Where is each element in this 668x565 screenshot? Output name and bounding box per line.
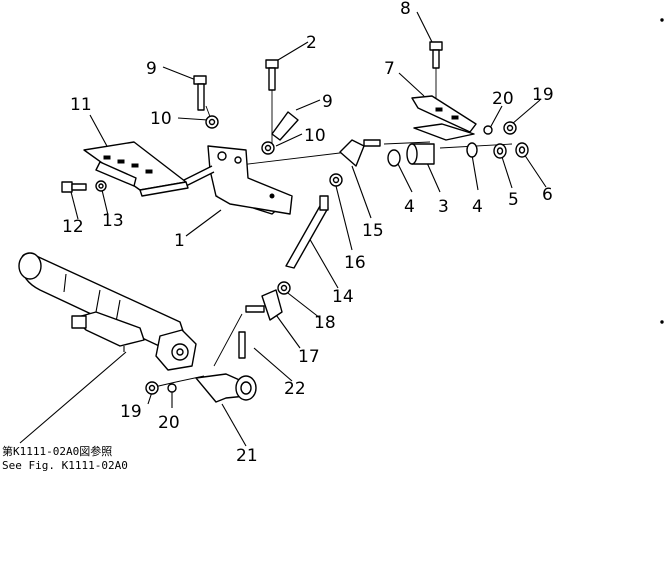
nut-19-upper — [503, 121, 517, 135]
nut-6 — [515, 142, 529, 158]
rod-14 — [285, 195, 329, 269]
callout-6: 6 — [542, 185, 553, 205]
callout-5: 5 — [508, 190, 519, 210]
reference-note-en: See Fig. K1111-02A0 — [2, 459, 128, 472]
part-7-bracket — [411, 95, 477, 141]
bushing-4-right — [466, 142, 478, 158]
bolt-12 — [61, 181, 87, 193]
bolt-8 — [429, 41, 443, 69]
bolt-2 — [265, 59, 279, 91]
callout-18: 18 — [314, 313, 336, 333]
callout-22: 22 — [284, 379, 306, 399]
callout-10-right: 10 — [304, 126, 326, 146]
nut-16 — [329, 173, 343, 187]
nut-19-lower — [145, 381, 159, 395]
ball-joint-17 — [245, 289, 283, 321]
callout-14: 14 — [332, 287, 354, 307]
callout-20-upper: 20 — [492, 89, 514, 109]
callout-3: 3 — [438, 197, 449, 217]
callout-9-upper: 9 — [146, 59, 157, 79]
callout-16: 16 — [344, 253, 366, 273]
callout-2: 2 — [306, 33, 317, 53]
callout-1: 1 — [174, 231, 185, 251]
steering-column-tube — [18, 252, 197, 371]
nut-10-lower — [261, 141, 275, 155]
nut-13 — [95, 180, 107, 192]
callout-21: 21 — [236, 446, 258, 466]
callout-8: 8 — [400, 0, 411, 19]
lever-21 — [195, 373, 257, 403]
callout-7: 7 — [384, 59, 395, 79]
ball-joint-15 — [339, 139, 381, 167]
bushing-4-left — [387, 149, 401, 167]
callout-4-left: 4 — [404, 197, 415, 217]
washer-20-upper — [483, 125, 493, 135]
edge-mark — [660, 18, 664, 22]
bolt-9-upper — [193, 75, 207, 111]
leader-lines — [19, 11, 547, 447]
collar-3 — [406, 143, 435, 165]
part-1-bracket — [183, 145, 293, 215]
callout-13: 13 — [102, 211, 124, 231]
callout-9-right: 9 — [322, 92, 333, 112]
nut-10-upper — [205, 115, 219, 129]
callout-20-lower: 20 — [158, 413, 180, 433]
callout-4-right: 4 — [472, 197, 483, 217]
callout-15: 15 — [362, 221, 384, 241]
callout-17: 17 — [298, 347, 320, 367]
callout-19-upper: 19 — [532, 85, 554, 105]
callout-10-left: 10 — [150, 109, 172, 129]
pin-22 — [238, 331, 246, 359]
callout-11: 11 — [70, 95, 92, 115]
part-11-plate — [83, 141, 189, 197]
callout-19-lower: 19 — [120, 402, 142, 422]
nut-18 — [277, 281, 291, 295]
reference-note-jp: 第K1111-02A0図参照 — [2, 444, 112, 458]
callout-numbers: 8 2 9 7 9 11 20 19 10 10 4 3 4 5 6 13 12… — [62, 0, 554, 466]
reference-note: 第K1111-02A0図参照 See Fig. K1111-02A0 — [2, 444, 128, 472]
washer-5 — [493, 143, 507, 159]
edge-mark — [660, 320, 664, 324]
bolt-9-lower — [271, 111, 299, 141]
washer-20-lower — [167, 383, 177, 393]
callout-12: 12 — [62, 217, 84, 237]
